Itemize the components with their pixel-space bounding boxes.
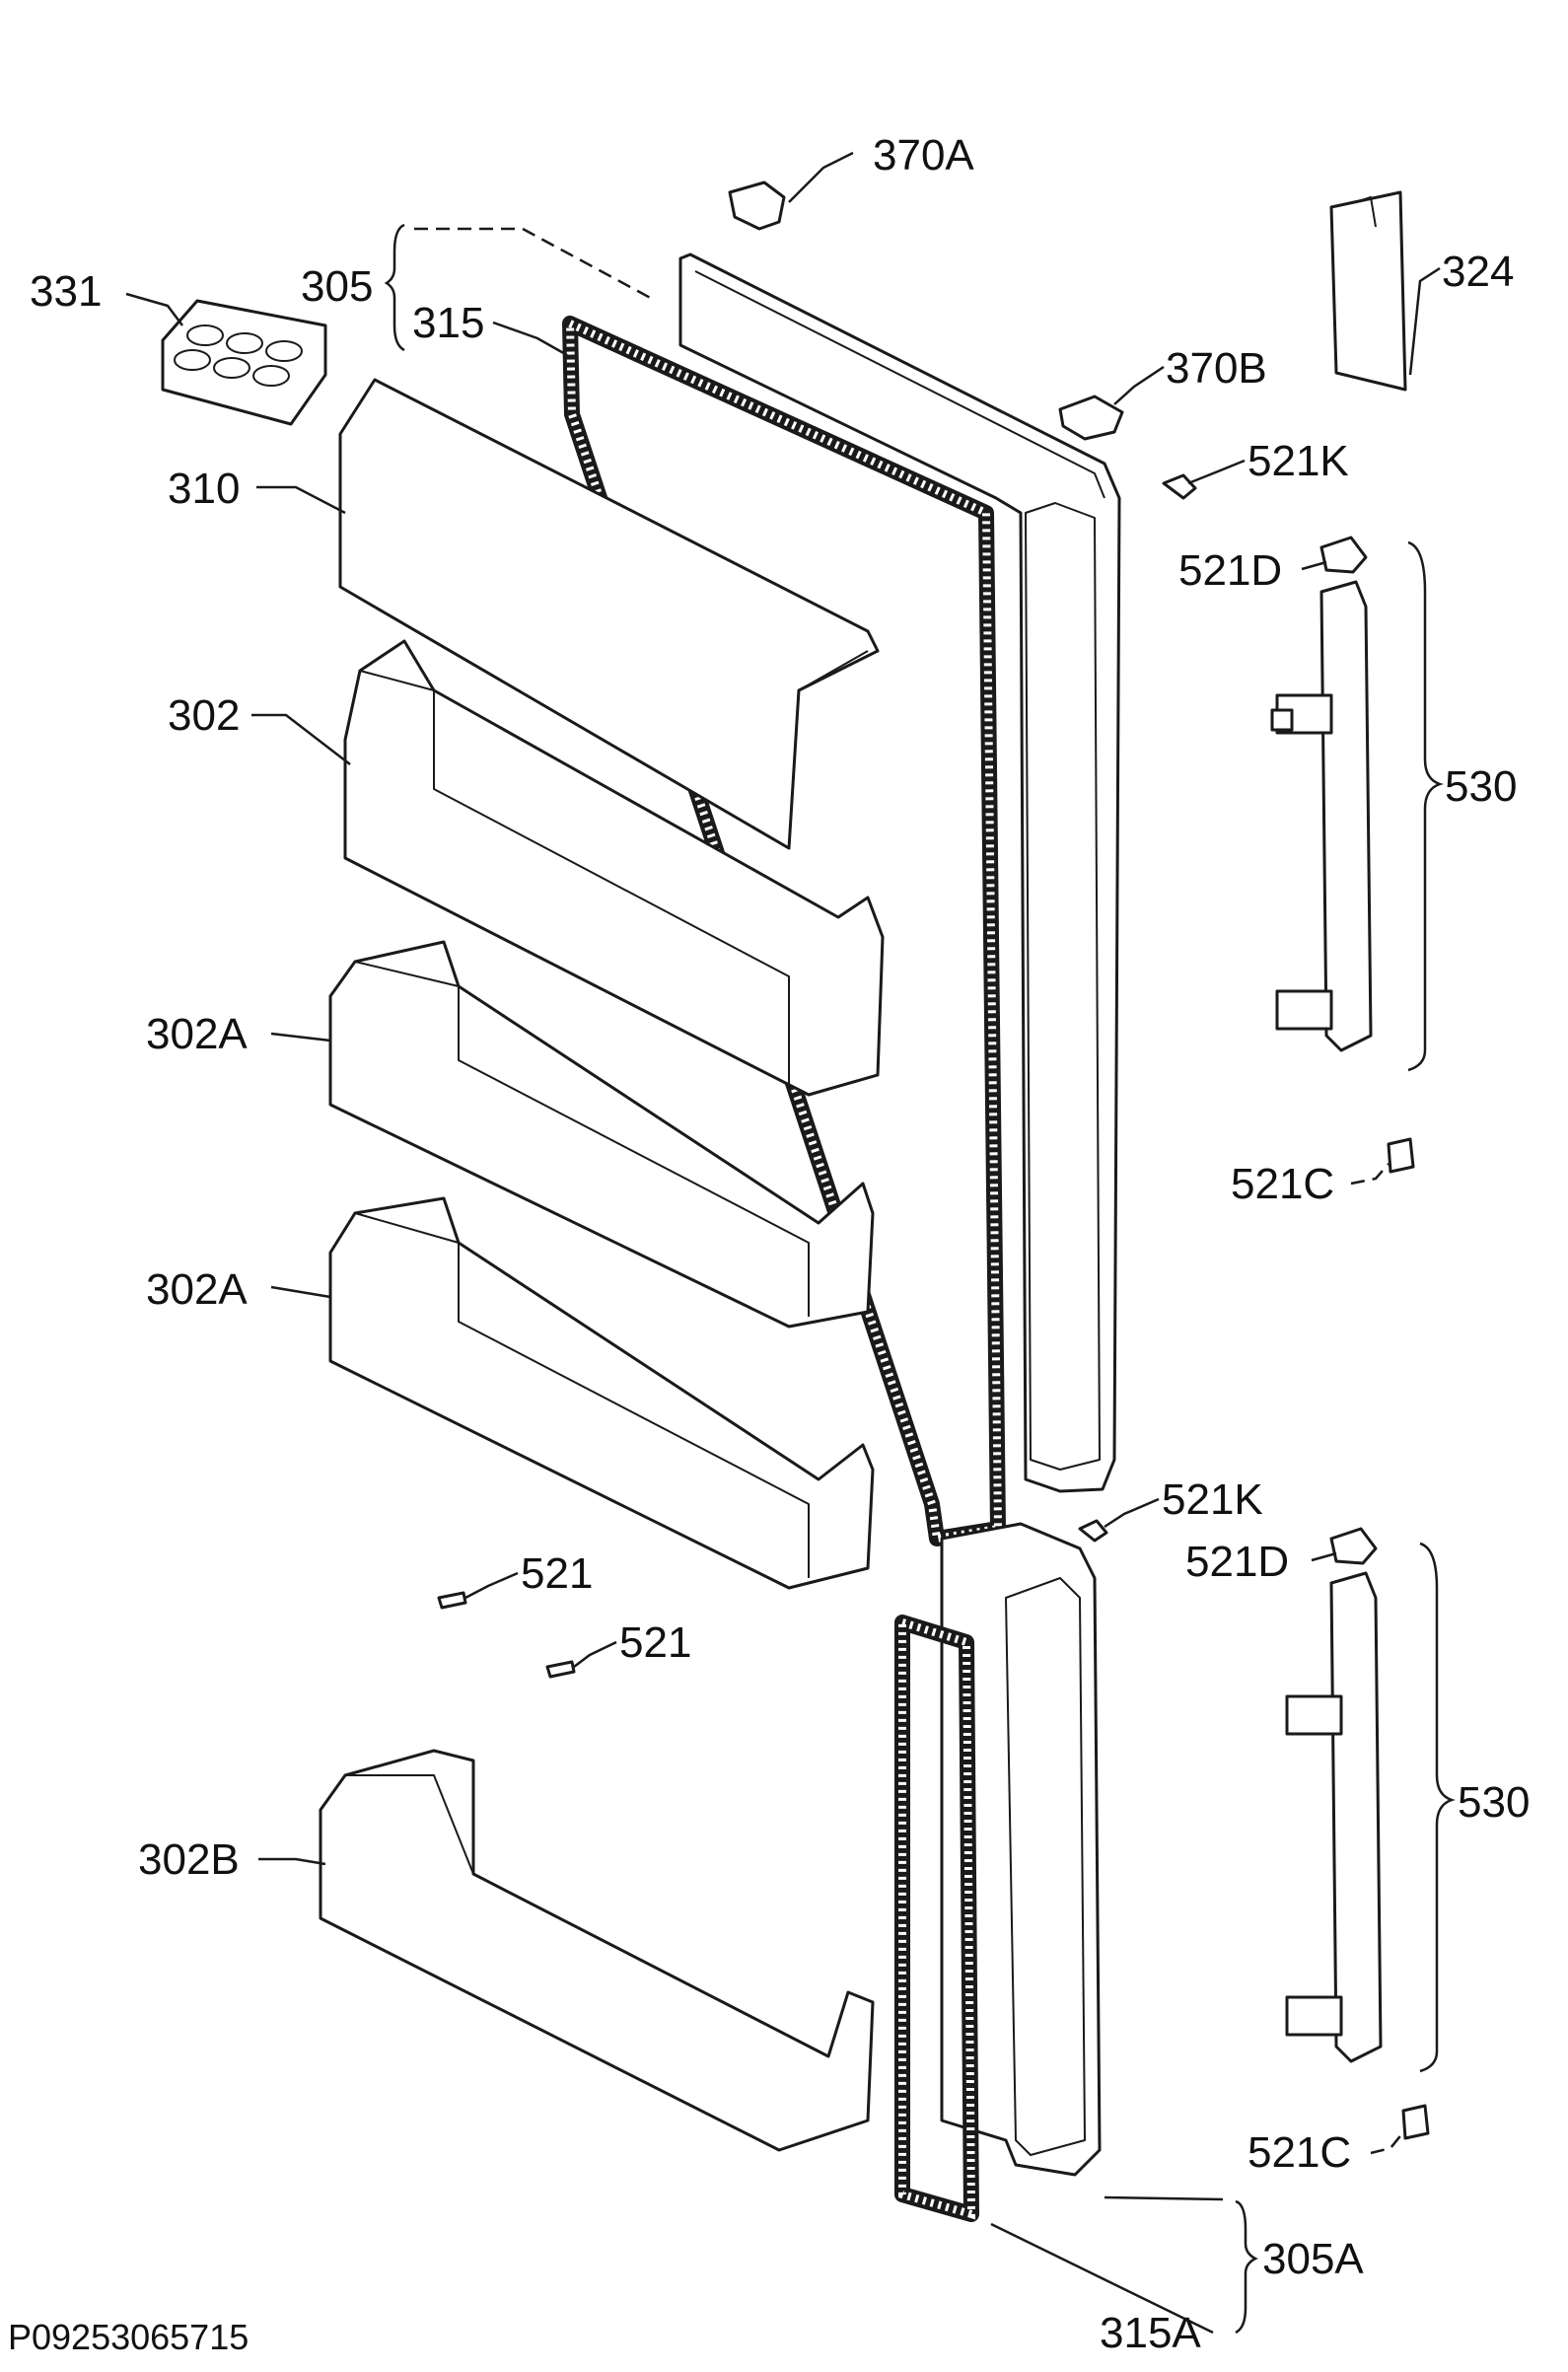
label-315a: 315A	[1100, 2309, 1201, 2357]
label-521c-top: 521C	[1231, 1160, 1334, 1208]
label-315: 315	[412, 299, 484, 347]
upper-gasket	[562, 316, 1006, 1546]
label-370a: 370A	[873, 131, 974, 180]
dairy-flap-310	[338, 378, 880, 850]
label-521-1: 521	[521, 1549, 593, 1598]
label-530-top: 530	[1445, 762, 1517, 811]
door-shelf-302a-1	[328, 940, 875, 1329]
door-shelf-302a-2	[328, 1196, 875, 1590]
label-305: 305	[301, 262, 373, 311]
part-labels: 370A 324 331 305 315 370B 521K 310 521D …	[30, 131, 1530, 2357]
label-370b: 370B	[1166, 344, 1267, 393]
screw-521k-top	[1162, 473, 1197, 500]
screw-521-1	[437, 1591, 467, 1610]
leader-lines	[125, 151, 1456, 2335]
label-521k-bot: 521K	[1162, 1475, 1263, 1524]
screw-521k-bot	[1078, 1519, 1108, 1543]
label-521c-bot: 521C	[1247, 2128, 1351, 2177]
door-shelf-302b	[319, 1749, 875, 2152]
label-305a: 305A	[1262, 2235, 1364, 2283]
label-324: 324	[1442, 248, 1514, 296]
label-521d-top: 521D	[1178, 546, 1282, 595]
label-302a-1: 302A	[146, 1010, 248, 1058]
door-shelf-302	[343, 639, 885, 1097]
label-521k-top: 521K	[1247, 437, 1349, 485]
plate-521c-top	[1387, 1137, 1415, 1174]
handle-assembly-530-bot	[1285, 1527, 1383, 2063]
label-530-bot: 530	[1458, 1778, 1530, 1827]
label-521d-bot: 521D	[1185, 1538, 1289, 1586]
lower-door-frame	[940, 1522, 1102, 2177]
label-521-2: 521	[619, 1618, 691, 1667]
hinge-cover-370b	[1058, 395, 1124, 441]
handle-assembly-530-top	[1270, 536, 1373, 1052]
panel-324	[1329, 190, 1407, 392]
label-310: 310	[168, 465, 240, 513]
label-302b: 302B	[138, 1835, 240, 1884]
hinge-cover-370a	[728, 180, 786, 231]
plate-521c-bot	[1401, 2104, 1430, 2140]
egg-tray-331	[161, 299, 327, 426]
lower-gasket	[894, 1615, 979, 2222]
drawing-code: P09253065715	[8, 2317, 249, 2357]
label-302a-2: 302A	[146, 1265, 248, 1314]
label-302: 302	[168, 691, 240, 740]
label-331: 331	[30, 267, 102, 316]
upper-door-frame	[678, 252, 1121, 1493]
screw-521-2	[545, 1660, 576, 1679]
